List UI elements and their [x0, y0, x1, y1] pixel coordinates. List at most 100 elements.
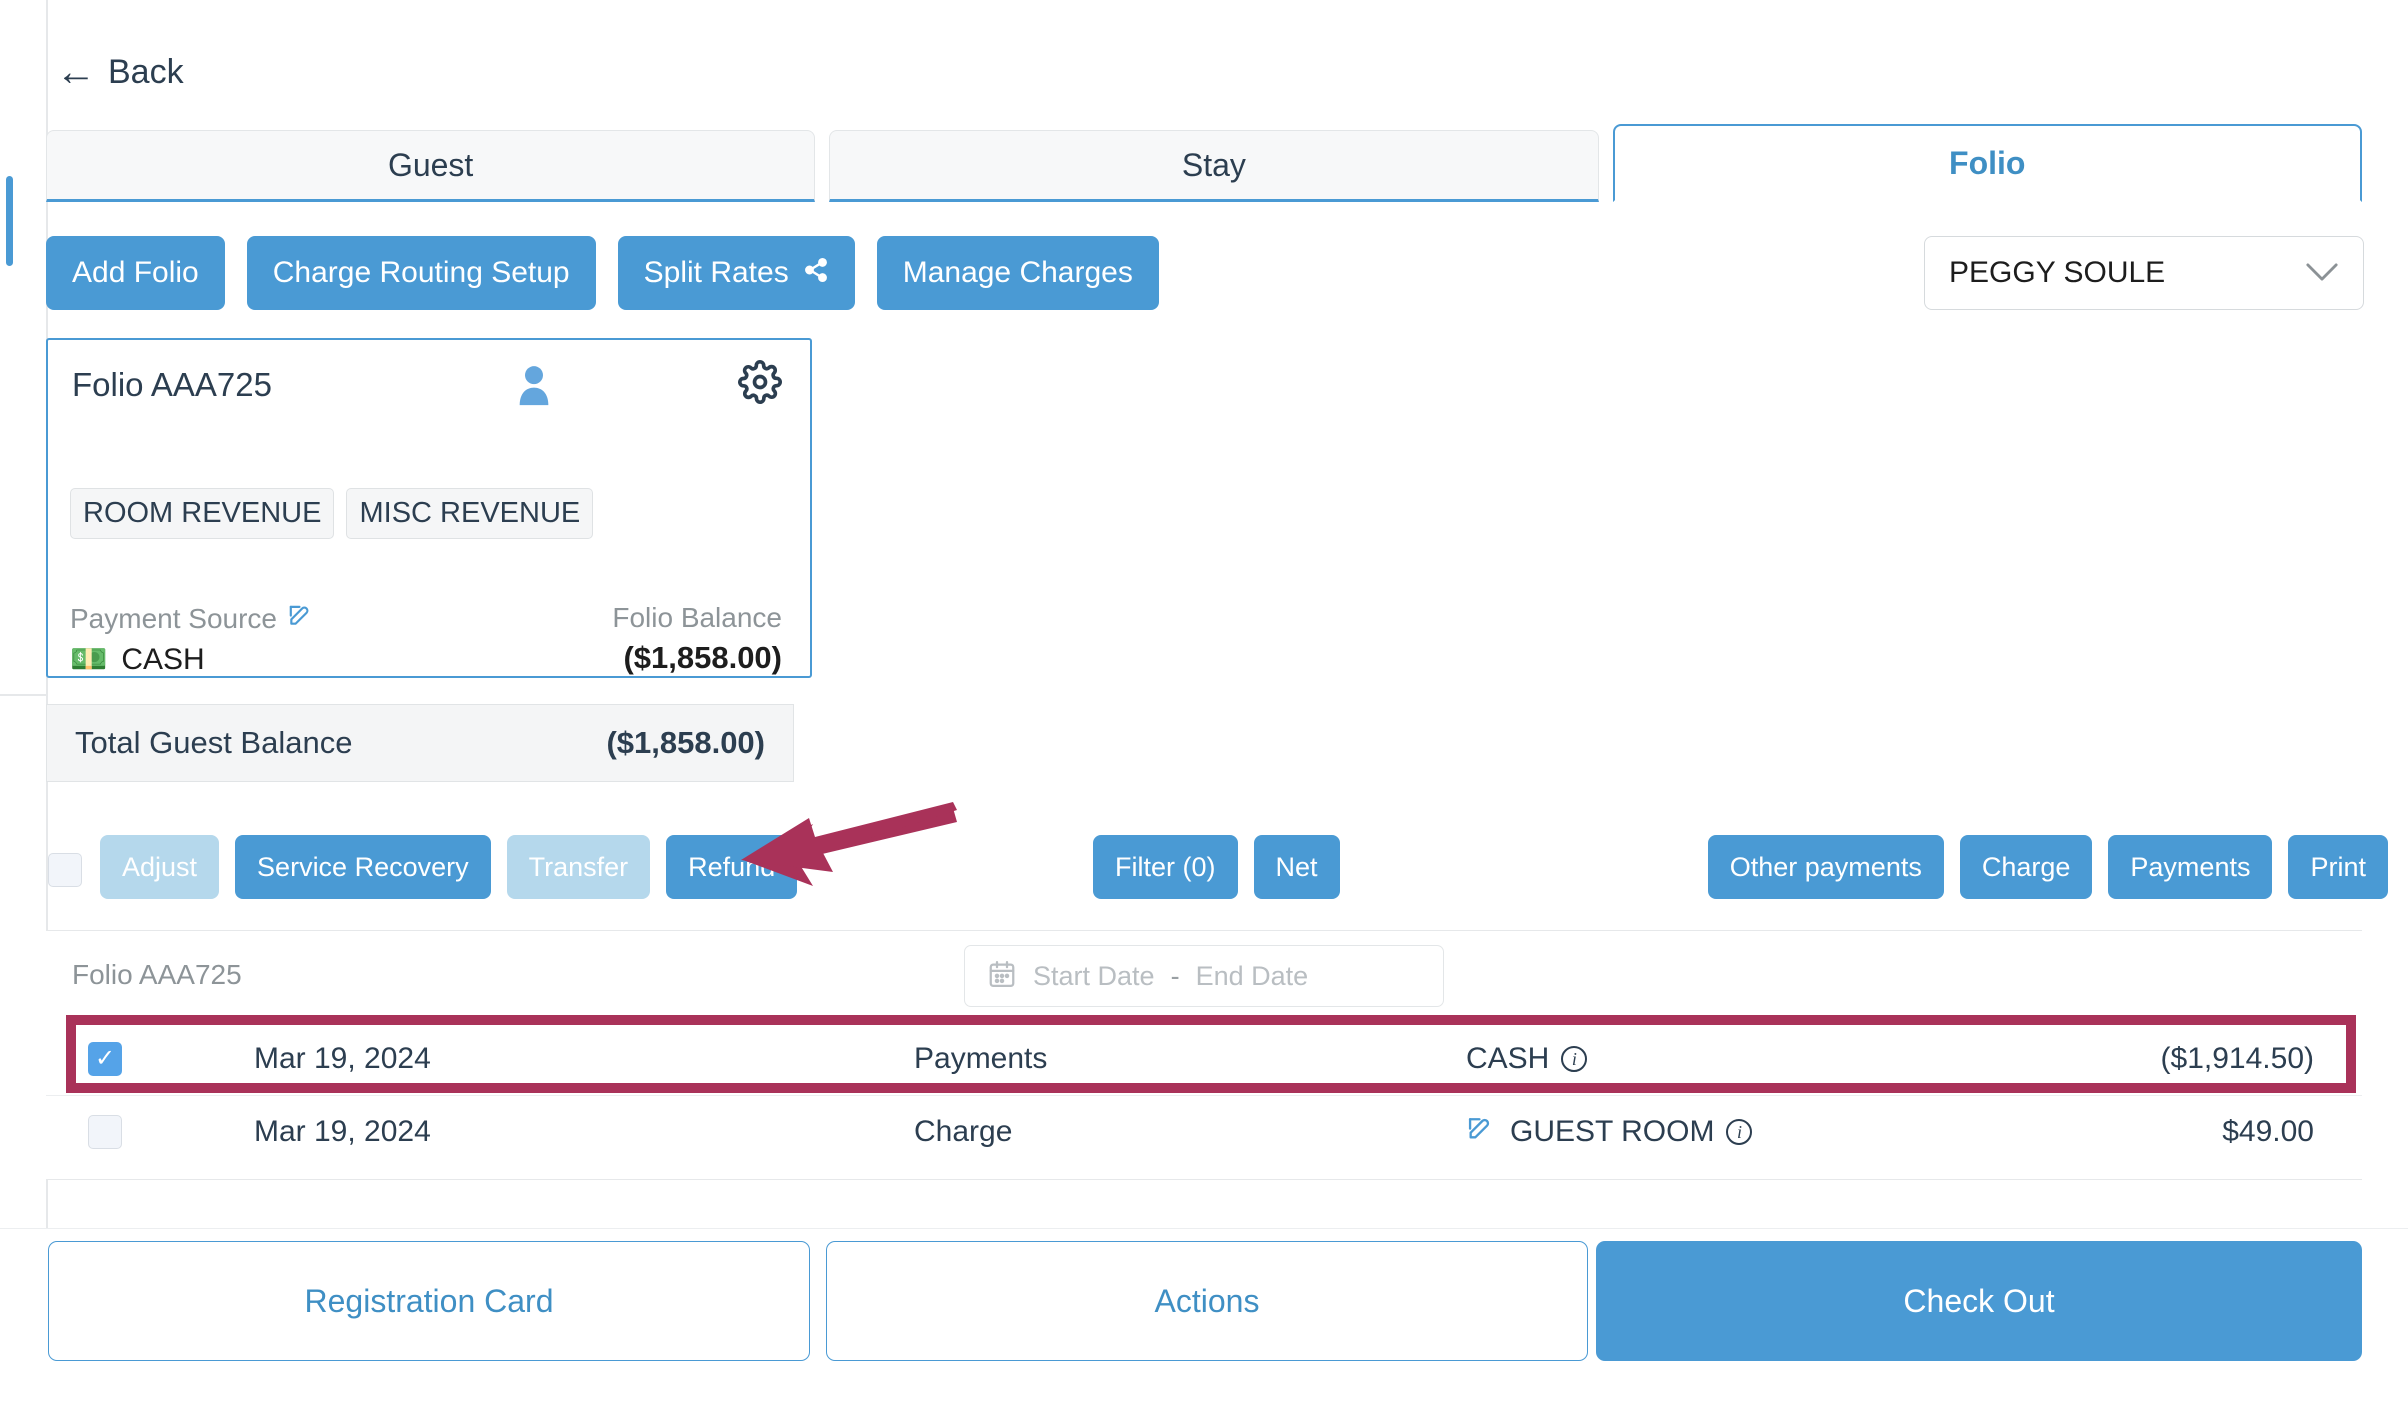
- row-description-text: CASH: [1466, 1042, 1550, 1075]
- filter-label: Filter (0): [1115, 851, 1216, 882]
- payment-source-value-text: CASH: [121, 642, 205, 676]
- manage-charges-label: Manage Charges: [902, 256, 1133, 289]
- row-date: Mar 19, 2024: [254, 1114, 431, 1148]
- row-description: GUEST ROOM i: [1466, 1114, 1753, 1150]
- row-amount: $49.00: [2222, 1114, 2314, 1148]
- total-guest-balance-value: ($1,858.00): [606, 725, 765, 760]
- print-button[interactable]: Print: [2288, 835, 2388, 899]
- table-header: Folio AAA725 Start Date: [46, 931, 2362, 1023]
- page-scrollbar-thumb[interactable]: [6, 176, 13, 266]
- payments-button[interactable]: Payments: [2108, 835, 2273, 899]
- payment-source-label: Payment Source: [70, 602, 313, 635]
- start-date-input[interactable]: Start Date: [1033, 960, 1155, 991]
- adjust-label: Adjust: [122, 851, 198, 882]
- other-payments-button[interactable]: Other payments: [1707, 835, 1944, 899]
- calendar-icon: [987, 959, 1017, 994]
- info-icon[interactable]: i: [1726, 1118, 1753, 1145]
- date-range-filter[interactable]: Start Date - End Date: [964, 945, 1444, 1007]
- refund-button[interactable]: Refund: [666, 835, 798, 899]
- charge-routing-setup-button[interactable]: Charge Routing Setup: [246, 236, 596, 310]
- person-icon[interactable]: [514, 362, 554, 415]
- charge-routing-setup-label: Charge Routing Setup: [272, 256, 570, 289]
- row-date: Mar 19, 2024: [254, 1042, 431, 1075]
- add-folio-label: Add Folio: [72, 256, 199, 289]
- payment-source-label-text: Payment Source: [70, 602, 277, 634]
- check-out-button[interactable]: Check Out: [1596, 1241, 2362, 1361]
- split-rates-label: Split Rates: [643, 256, 789, 289]
- row-checkbox[interactable]: [88, 1042, 122, 1076]
- payments-label: Payments: [2130, 851, 2251, 882]
- check-out-label: Check Out: [1903, 1282, 2055, 1319]
- tab-stay-label: Stay: [1181, 146, 1246, 183]
- back-label: Back: [108, 52, 184, 91]
- row-description-text: GUEST ROOM: [1510, 1114, 1715, 1148]
- folio-card-title: Folio AAA725: [72, 366, 272, 403]
- manage-charges-button[interactable]: Manage Charges: [876, 236, 1159, 310]
- guest-select[interactable]: PEGGY SOULE: [1924, 236, 2364, 310]
- charge-label: Charge: [1981, 851, 2071, 882]
- service-recovery-button[interactable]: Service Recovery: [235, 835, 491, 899]
- folio-balance-label: Folio Balance: [612, 602, 782, 633]
- split-rates-button[interactable]: Split Rates: [617, 236, 855, 310]
- total-guest-balance-label: Total Guest Balance: [75, 725, 353, 760]
- actions-label: Actions: [1154, 1282, 1260, 1319]
- refund-label: Refund: [688, 851, 776, 882]
- registration-card-label: Registration Card: [304, 1282, 554, 1319]
- tab-guest[interactable]: Guest: [46, 130, 816, 202]
- row-amount: ($1,914.50): [2160, 1042, 2314, 1075]
- row-description: CASH i: [1466, 1042, 1588, 1076]
- row-checkbox[interactable]: [88, 1114, 122, 1149]
- gear-icon[interactable]: [738, 360, 782, 409]
- end-date-input[interactable]: End Date: [1195, 960, 1309, 991]
- table-row[interactable]: Mar 19, 2024 Payments CASH i ($1,914.50): [46, 1023, 2362, 1095]
- edit-icon[interactable]: [1466, 1114, 1494, 1150]
- net-button[interactable]: Net: [1253, 835, 1340, 899]
- edit-icon[interactable]: [287, 602, 313, 635]
- transfer-label: Transfer: [528, 851, 629, 882]
- chip-room-revenue[interactable]: ROOM REVENUE: [70, 488, 335, 539]
- bottom-action-bar: Registration Card Actions Check Out: [0, 1228, 2408, 1414]
- folio-balance-value: ($1,858.00): [623, 640, 782, 675]
- folio-transactions-table: Folio AAA725 Start Date: [46, 930, 2362, 1180]
- select-all-checkbox[interactable]: [48, 853, 82, 887]
- chevron-down-icon: [2305, 258, 2339, 289]
- print-label: Print: [2310, 851, 2366, 882]
- transfer-button[interactable]: Transfer: [506, 835, 651, 899]
- other-payments-label: Other payments: [1729, 851, 1922, 882]
- chip-misc-revenue[interactable]: MISC REVENUE: [346, 488, 594, 539]
- tab-bar: Guest Stay Folio: [46, 124, 2362, 202]
- row-type: Payments: [914, 1042, 1048, 1075]
- share-icon: [803, 257, 829, 290]
- tab-guest-label: Guest: [387, 146, 474, 183]
- filter-button[interactable]: Filter (0): [1093, 835, 1238, 899]
- charge-button[interactable]: Charge: [1959, 835, 2093, 899]
- folio-card-header: Folio AAA725: [48, 340, 810, 436]
- chip-misc-revenue-label: MISC REVENUE: [359, 497, 581, 529]
- secondary-toolbar-center: Filter (0) Net: [1093, 835, 1340, 899]
- tab-folio[interactable]: Folio: [1612, 124, 2362, 202]
- folio-card: Folio AAA725 ROOM REVENUE MISC REVENUE: [46, 338, 812, 678]
- row-type: Charge: [914, 1114, 1013, 1148]
- secondary-toolbar-right: Other payments Charge Payments Print: [1707, 835, 2388, 899]
- info-icon[interactable]: i: [1561, 1046, 1588, 1072]
- tab-folio-label: Folio: [1949, 144, 2026, 181]
- net-label: Net: [1275, 851, 1318, 882]
- adjust-button[interactable]: Adjust: [100, 835, 220, 899]
- revenue-chips: ROOM REVENUE MISC REVENUE: [70, 488, 594, 539]
- left-rail-tick: [0, 694, 46, 696]
- money-icon: 💵: [70, 643, 108, 676]
- back-button[interactable]: ← Back: [56, 52, 184, 92]
- service-recovery-label: Service Recovery: [257, 851, 469, 882]
- total-guest-balance: Total Guest Balance ($1,858.00): [46, 704, 794, 782]
- primary-toolbar: Add Folio Charge Routing Setup Split Rat…: [46, 236, 1159, 310]
- table-row[interactable]: Mar 19, 2024 Charge GUEST ROOM i $49.00: [46, 1095, 2362, 1167]
- chip-room-revenue-label: ROOM REVENUE: [83, 497, 322, 529]
- actions-button[interactable]: Actions: [826, 1241, 1588, 1361]
- table-title: Folio AAA725: [72, 959, 242, 990]
- date-range-separator: -: [1170, 960, 1180, 991]
- secondary-toolbar-left: Adjust Service Recovery Transfer Refund: [100, 835, 798, 899]
- add-folio-button[interactable]: Add Folio: [46, 236, 225, 310]
- registration-card-button[interactable]: Registration Card: [48, 1241, 810, 1361]
- tab-stay[interactable]: Stay: [829, 130, 1599, 202]
